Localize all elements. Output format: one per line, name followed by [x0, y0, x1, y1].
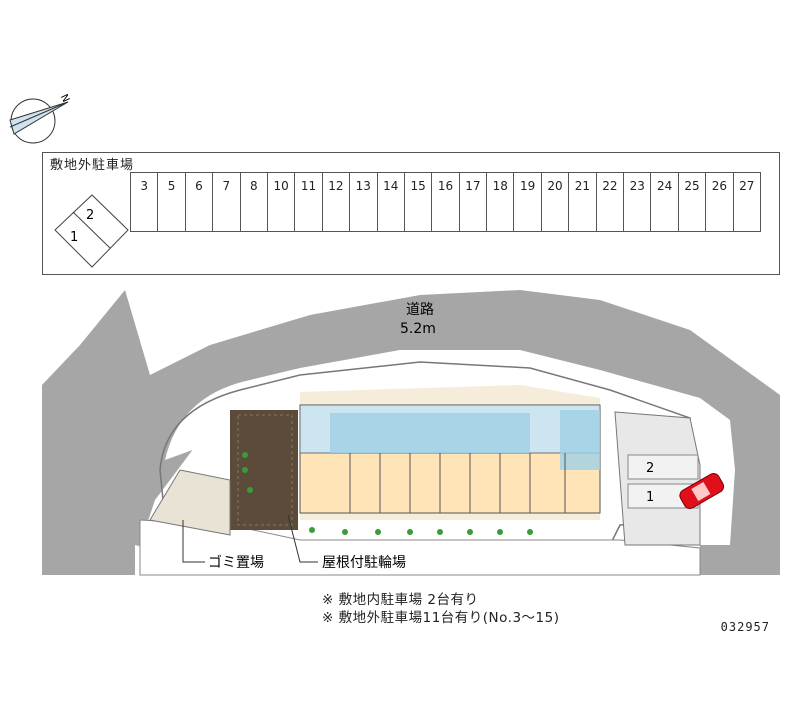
parking-slot: 16 [432, 173, 460, 231]
offsite-parking-title: 敷地外駐車場 [50, 158, 135, 173]
parking-slot: 8 [241, 173, 268, 231]
parking-slot: 5 [158, 173, 186, 231]
diamond-slot-2: 2 [86, 208, 94, 223]
parking-slot: 14 [378, 173, 405, 231]
parking-slot: 19 [514, 173, 542, 231]
parking-slot: 12 [323, 173, 351, 231]
parking-slot: 24 [651, 173, 679, 231]
diamond-parking: 1 2 [54, 194, 129, 268]
bicycle-leader [287, 514, 318, 563]
onsite-space-2: 2 [646, 461, 654, 476]
parking-slot: 7 [213, 173, 241, 231]
parking-slot: 27 [734, 173, 761, 231]
road-name: 道路 [406, 302, 434, 318]
note-offsite: ※ 敷地外駐車場11台有り(No.3〜15) [322, 610, 560, 626]
garbage-leader [182, 520, 205, 563]
note-onsite: ※ 敷地内駐車場 2台有り [322, 592, 479, 608]
parking-slot: 20 [542, 173, 570, 231]
parking-slot: 6 [186, 173, 214, 231]
parking-slot: 18 [487, 173, 515, 231]
bicycle-label: 屋根付駐輪場 [322, 554, 406, 571]
parking-slot: 21 [569, 173, 597, 231]
parking-slot: 3 [131, 173, 159, 231]
road-width: 5.2m [400, 321, 436, 337]
offsite-parking-panel [42, 152, 780, 275]
parking-slot: 26 [706, 173, 734, 231]
north-label: N [58, 93, 71, 104]
road-area [42, 290, 780, 575]
parking-slot: 11 [295, 173, 323, 231]
compass: N [9, 93, 71, 144]
property-code: 032957 [720, 620, 770, 634]
parking-slot: 10 [268, 173, 296, 231]
paved-walkway [230, 410, 298, 530]
parking-slot: 23 [624, 173, 652, 231]
parking-slot: 25 [679, 173, 707, 231]
parking-slot: 15 [405, 173, 433, 231]
diamond-slot-1: 1 [70, 230, 78, 245]
onsite-space-1: 1 [646, 490, 654, 505]
car-icon [679, 473, 725, 509]
parking-slot: 22 [597, 173, 625, 231]
garbage-label: ゴミ置場 [208, 554, 264, 571]
parking-slot: 13 [350, 173, 378, 231]
parking-slot: 17 [460, 173, 488, 231]
